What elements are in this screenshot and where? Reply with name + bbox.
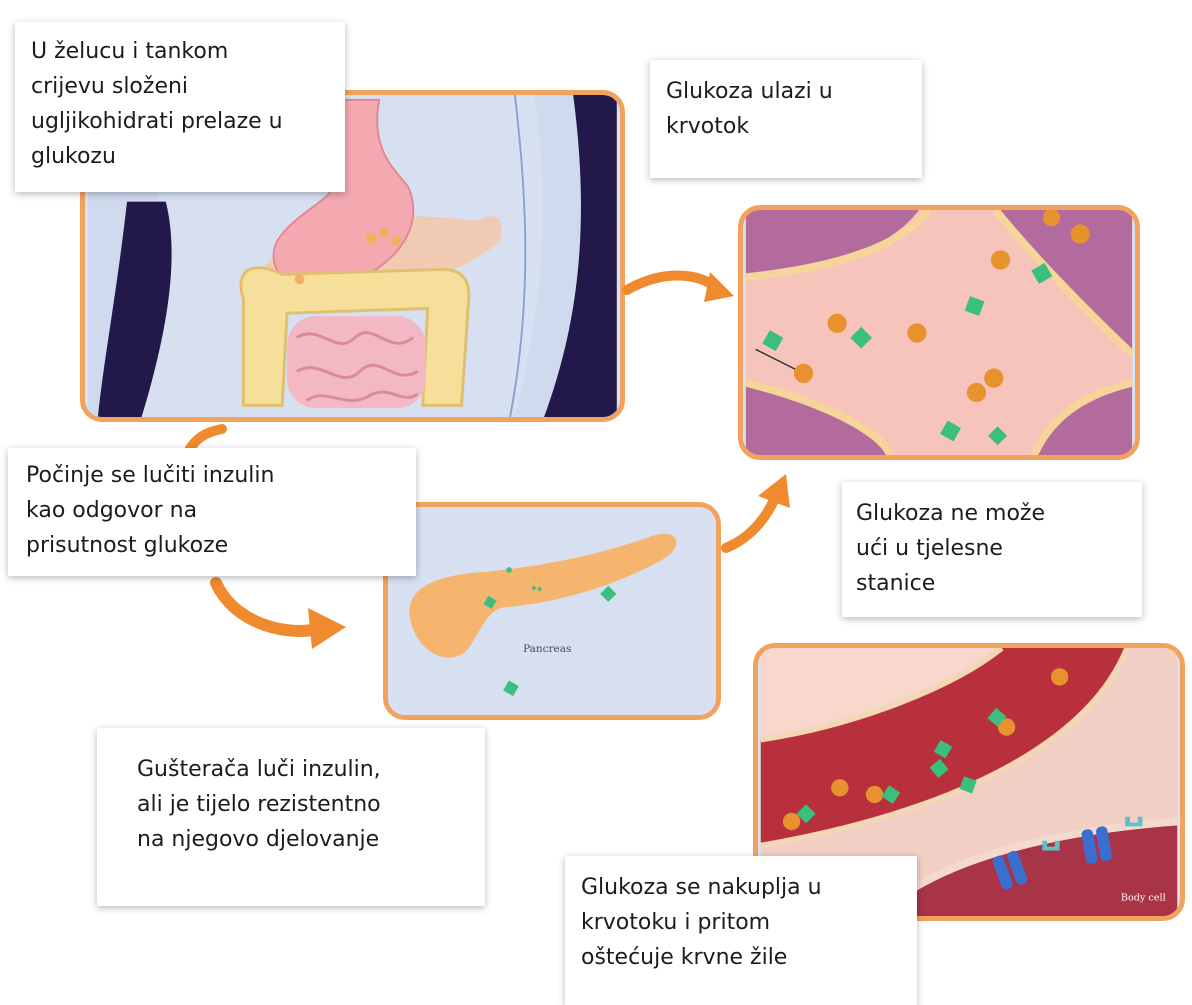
caption-line: prisutnost glukoze bbox=[26, 528, 416, 563]
caption-line: Glukoza ulazi u bbox=[666, 74, 922, 109]
glucose-particle bbox=[1071, 224, 1090, 243]
arrow-pancreas-to-bloodstream bbox=[720, 468, 800, 553]
caption-bloodstream: Glukoza ulazi u krvotok bbox=[650, 60, 922, 178]
caption-line: glukozu bbox=[31, 139, 345, 174]
caption-line: ali je tijelo rezistentno bbox=[137, 787, 485, 822]
caption-line: kao odgovor na bbox=[26, 493, 416, 528]
small-intestine-shape bbox=[287, 316, 426, 408]
glucose-particle bbox=[984, 369, 1003, 388]
glucose-particle bbox=[783, 813, 800, 830]
glucose-particle bbox=[967, 383, 986, 402]
arrow-stomach-to-bloodstream bbox=[622, 262, 742, 312]
blood-vessel-illustration bbox=[743, 210, 1135, 455]
caption-line: krvotok bbox=[666, 109, 922, 144]
body-cell-label: Body cell bbox=[1121, 893, 1166, 904]
glucose-particle bbox=[866, 786, 883, 803]
caption-line: crijevu složeni bbox=[31, 69, 345, 104]
caption-line: Glukoza se nakuplja u bbox=[581, 870, 917, 905]
caption-line: ući u tjelesne bbox=[856, 531, 1142, 566]
arrow-insulin-to-pancreas bbox=[208, 575, 358, 655]
pancreas-panel: Pancreas bbox=[383, 502, 721, 720]
caption-stomach: U želucu i tankom crijevu složeni ugljik… bbox=[15, 22, 345, 192]
caption-insulin-release: Počinje se lučiti inzulin kao odgovor na… bbox=[8, 448, 416, 576]
caption-line: na njegovo djelovanje bbox=[137, 822, 485, 857]
caption-line: oštećuje krvne žile bbox=[581, 940, 917, 975]
pancreas-illustration: Pancreas bbox=[388, 507, 716, 715]
glucose-particle bbox=[828, 314, 847, 333]
pancreas-label: Pancreas bbox=[523, 643, 571, 655]
caption-line: Počinje se lučiti inzulin bbox=[26, 458, 416, 493]
caption-cells: Glukoza ne može ući u tjelesne stanice bbox=[842, 482, 1142, 617]
caption-line: stanice bbox=[856, 566, 1142, 601]
caption-line: Gušterača luči inzulin, bbox=[137, 752, 485, 787]
caption-line: Glukoza ne može bbox=[856, 496, 1142, 531]
caption-resistance: Gušterača luči inzulin, ali je tijelo re… bbox=[97, 728, 485, 906]
glucose-particle bbox=[831, 779, 848, 796]
caption-damage: Glukoza se nakuplja u krvotoku i pritom … bbox=[565, 856, 917, 1005]
glucose-particle bbox=[1051, 668, 1068, 685]
glucose-particle bbox=[907, 323, 926, 342]
caption-line: U želucu i tankom bbox=[31, 34, 345, 69]
glucose-particle bbox=[794, 364, 813, 383]
caption-line: ugljikohidrati prelaze u bbox=[31, 104, 345, 139]
glucose-particle bbox=[991, 250, 1010, 269]
caption-line: krvotoku i pritom bbox=[581, 905, 917, 940]
blood-vessel-panel bbox=[738, 205, 1140, 460]
